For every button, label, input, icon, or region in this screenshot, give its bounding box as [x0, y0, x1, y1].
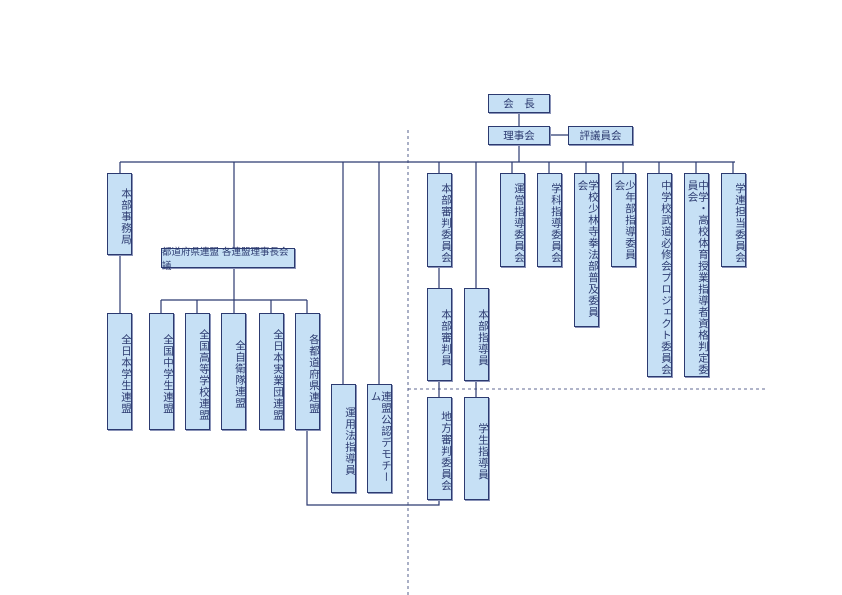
- student-federation-box: 全日本学生連盟: [107, 313, 132, 430]
- federation-box: 全日本実業団連盟: [259, 313, 284, 430]
- federation-box: 各都道府県連盟: [295, 313, 320, 430]
- committee-box: 学科指導委員会: [537, 173, 562, 267]
- president-box: 会 長: [488, 94, 550, 113]
- committee-box: 運営指導委員会: [500, 173, 525, 267]
- board-box: 理事会: [488, 126, 550, 145]
- committee-box: 中学・高校体育授業指導者資格判定委員会: [684, 173, 709, 377]
- committee-box: 中学校武道必修会プロジェクト委員会: [647, 173, 672, 377]
- hq-instructors-box: 本部指導員: [464, 288, 489, 381]
- referee-committee-box: 本部審判委員会: [427, 173, 452, 267]
- committee-box: 少年部指導委員会: [611, 173, 636, 267]
- prefectural-meeting-box: 都道府県連盟 各連盟理事長会議: [161, 247, 295, 272]
- federation-box: 全自衛隊連盟: [221, 313, 246, 430]
- referees-box: 本部審判員: [427, 288, 452, 381]
- demo-team-box: 連盟公認デモチーム: [367, 384, 392, 493]
- committee-box: 学校少林寺拳法部普及委員会: [574, 173, 599, 327]
- federation-box: 全国中学生連盟: [149, 313, 174, 430]
- secretariat-box: 本部事務局: [107, 173, 132, 255]
- council-box: 評議員会: [568, 126, 633, 145]
- student-instructors-box: 学生指導員: [464, 397, 489, 500]
- committee-box: 学連担当委員会: [721, 173, 746, 267]
- federation-box: 全国高等学校連盟: [185, 313, 210, 430]
- regional-referee-committee-box: 地方審判委員会: [427, 397, 452, 500]
- instructor-box: 運用法指導員: [331, 384, 356, 493]
